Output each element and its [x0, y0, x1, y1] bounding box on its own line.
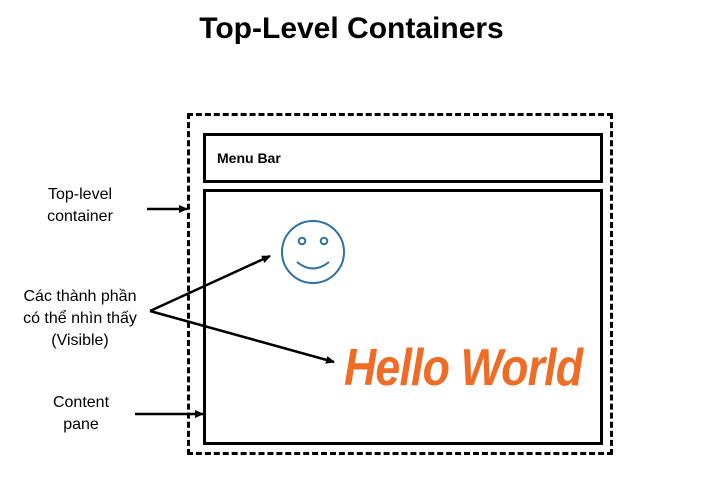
- menu-bar: Menu Bar: [203, 133, 603, 183]
- top-level-container-label-line-2: container: [47, 208, 113, 225]
- visible-components-label: Các thành phần có thể nhìn thấy (Visible…: [4, 286, 156, 352]
- hello-world-text: Hello World: [344, 339, 583, 397]
- top-level-container-label-line-1: Top-level: [47, 186, 113, 203]
- diagram-title: Top-Level Containers: [199, 12, 504, 45]
- visible-components-label-line-2: có thể nhìn thấy: [23, 310, 137, 327]
- menu-bar-label: Menu Bar: [217, 150, 281, 166]
- content-pane-label: Content pane: [26, 392, 136, 436]
- arrow-to-hello-world: [149, 309, 335, 364]
- content-pane-label-line-1: Content: [52, 394, 110, 411]
- content-pane: [203, 189, 603, 445]
- visible-components-label-line-3: (Visible): [51, 332, 109, 349]
- arrow-to-smiley: [149, 254, 271, 313]
- top-level-container-label: Top-level container: [22, 184, 138, 228]
- content-pane-label-line-2: pane: [63, 416, 99, 433]
- top-level-container-frame: [187, 113, 613, 455]
- visible-components-label-line-1: Các thành phần: [23, 288, 137, 305]
- smiley-face-icon: [281, 220, 345, 284]
